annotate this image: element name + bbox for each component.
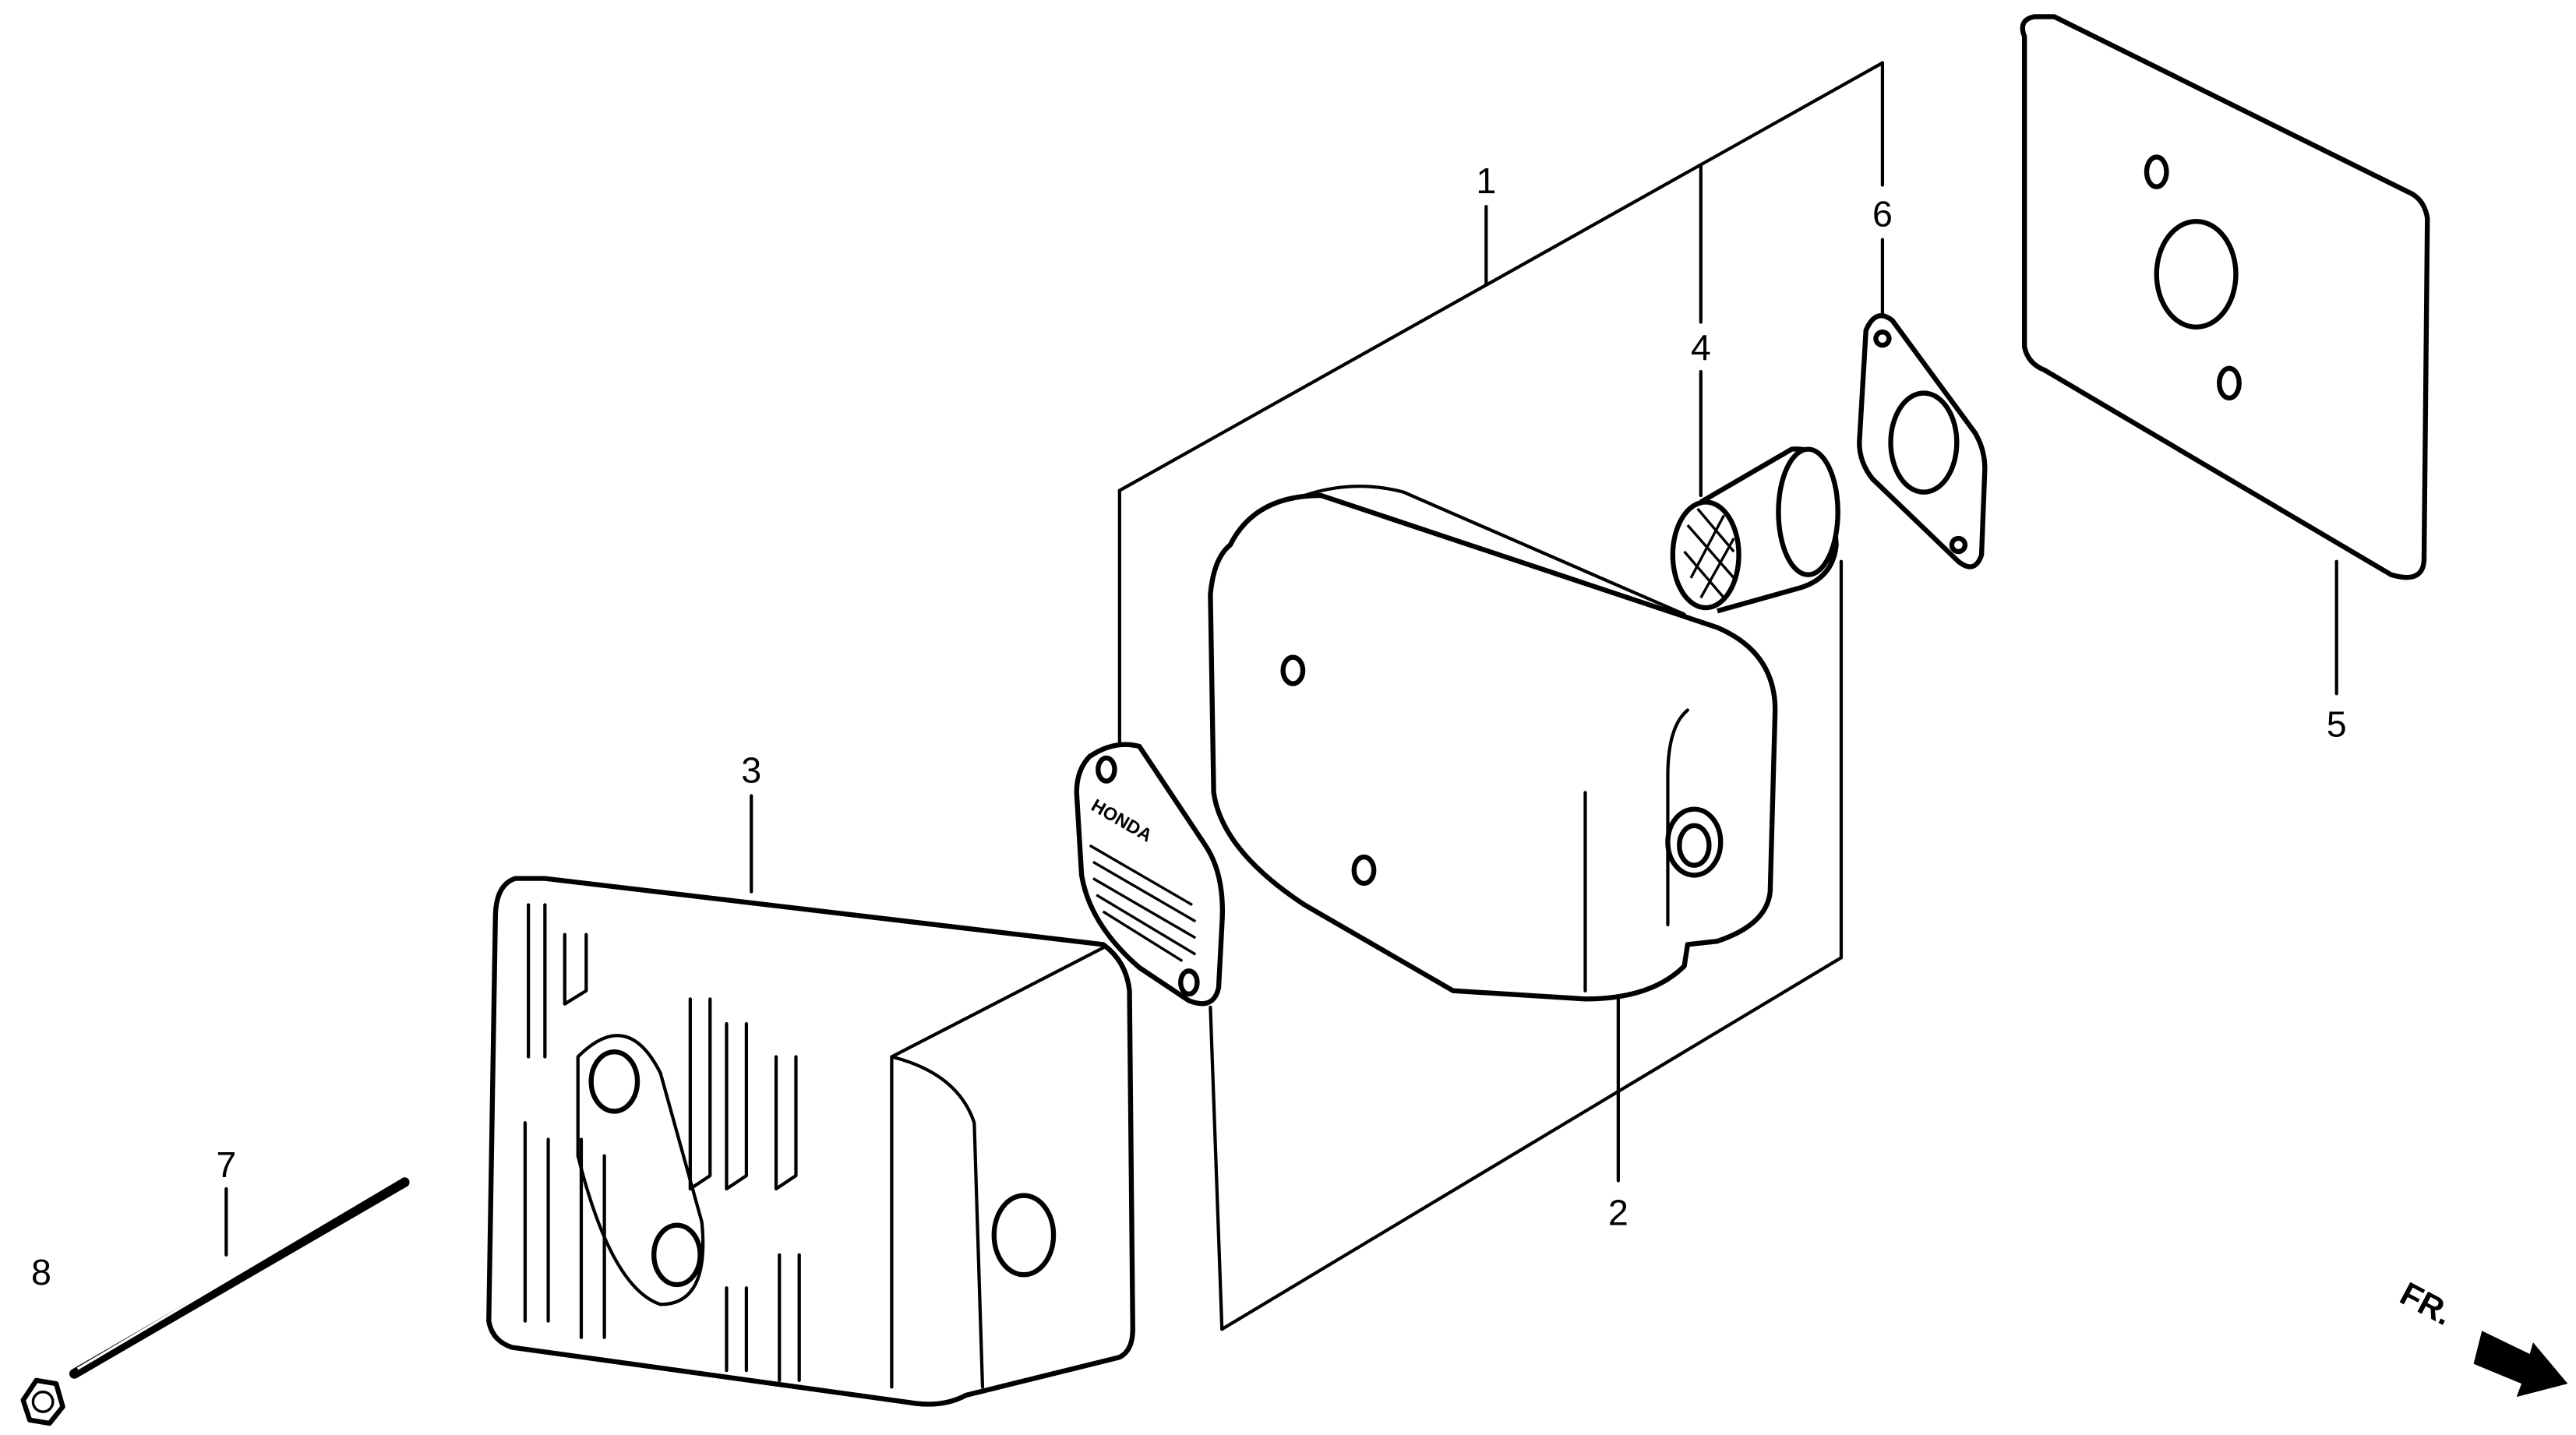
part-7-bolt <box>69 1176 410 1379</box>
front-label: FR. <box>2394 1275 2458 1333</box>
front-arrow-icon <box>2473 1331 2568 1398</box>
part-8-nut <box>20 1377 65 1426</box>
callout-7: 7 <box>216 1144 236 1185</box>
part-4-pipe <box>1670 446 1840 614</box>
part-3-protector <box>486 876 1135 1407</box>
callout-labels: 1 2 3 4 5 6 7 8 <box>31 160 2347 1292</box>
callout-2: 2 <box>1608 1193 1629 1233</box>
part-6-gasket <box>1857 313 1988 569</box>
part-1-plate: HONDA <box>1074 742 1225 1007</box>
callout-6: 6 <box>1872 194 1893 234</box>
assembly-bracket-lines <box>224 61 2338 1331</box>
part-5-plate <box>2020 14 2430 580</box>
front-direction-marker: FR. <box>2394 1275 2568 1398</box>
callout-8: 8 <box>31 1252 51 1292</box>
callout-1: 1 <box>1476 160 1496 201</box>
callout-5: 5 <box>2327 703 2347 744</box>
callout-4: 4 <box>1691 327 1711 368</box>
part-2-muffler <box>1208 485 1778 1002</box>
callout-3: 3 <box>741 750 761 791</box>
